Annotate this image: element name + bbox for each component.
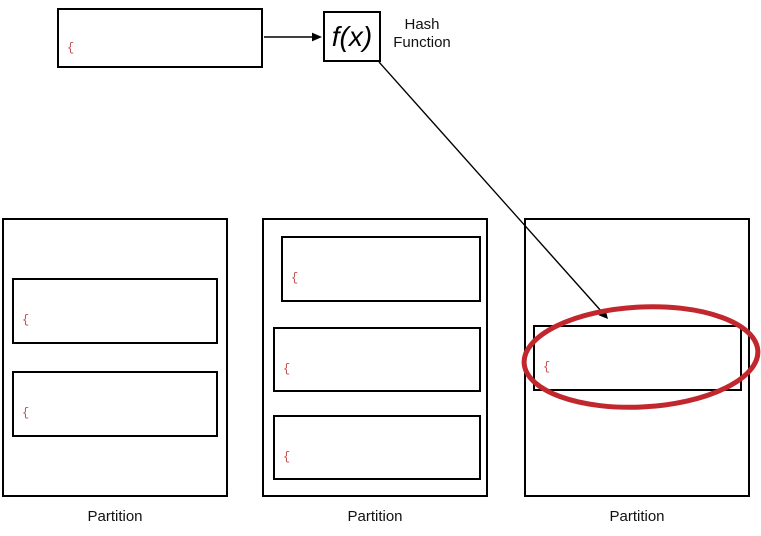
hash-function-caption: Hash Function [390, 16, 454, 52]
input-document-card: { "AnimalType": "Dog", <…other attribute… [57, 8, 263, 68]
document-card-lizard: { "AnimalType": "Lizard", <…other attrib… [12, 371, 218, 437]
hash-function-box: f(x) [323, 11, 381, 62]
open-brace: { [22, 406, 30, 420]
document-card-cat: { "AnimalType": "Cat", <…other attribute… [273, 327, 481, 392]
open-brace: { [67, 41, 75, 55]
open-brace: { [283, 362, 291, 376]
open-brace: { [291, 271, 299, 285]
document-card-dog-result: { "AnimalType": "Dog", <…other attribute… [533, 325, 742, 391]
open-brace: { [283, 450, 291, 464]
open-brace: { [543, 360, 551, 374]
document-card-bird: { "AnimalType": "Bird", <…other attribut… [281, 236, 481, 302]
partition-label-2: Partition [347, 508, 403, 525]
document-card-turtle: { "AnimalType": "Turtle", <…other attrib… [273, 415, 481, 480]
arrowhead-doc-to-hash [312, 32, 322, 42]
partition-box-1 [2, 218, 228, 497]
document-card-fish: { "AnimalType": "Fish", <…other attribut… [12, 278, 218, 344]
partition-label-1: Partition [87, 508, 143, 525]
hash-caption-line1: Hash [404, 16, 440, 33]
hash-function-symbol: f(x) [331, 20, 373, 52]
hash-caption-line2: Function [393, 34, 451, 51]
open-brace: { [22, 313, 30, 327]
partition-label-3: Partition [609, 508, 665, 525]
